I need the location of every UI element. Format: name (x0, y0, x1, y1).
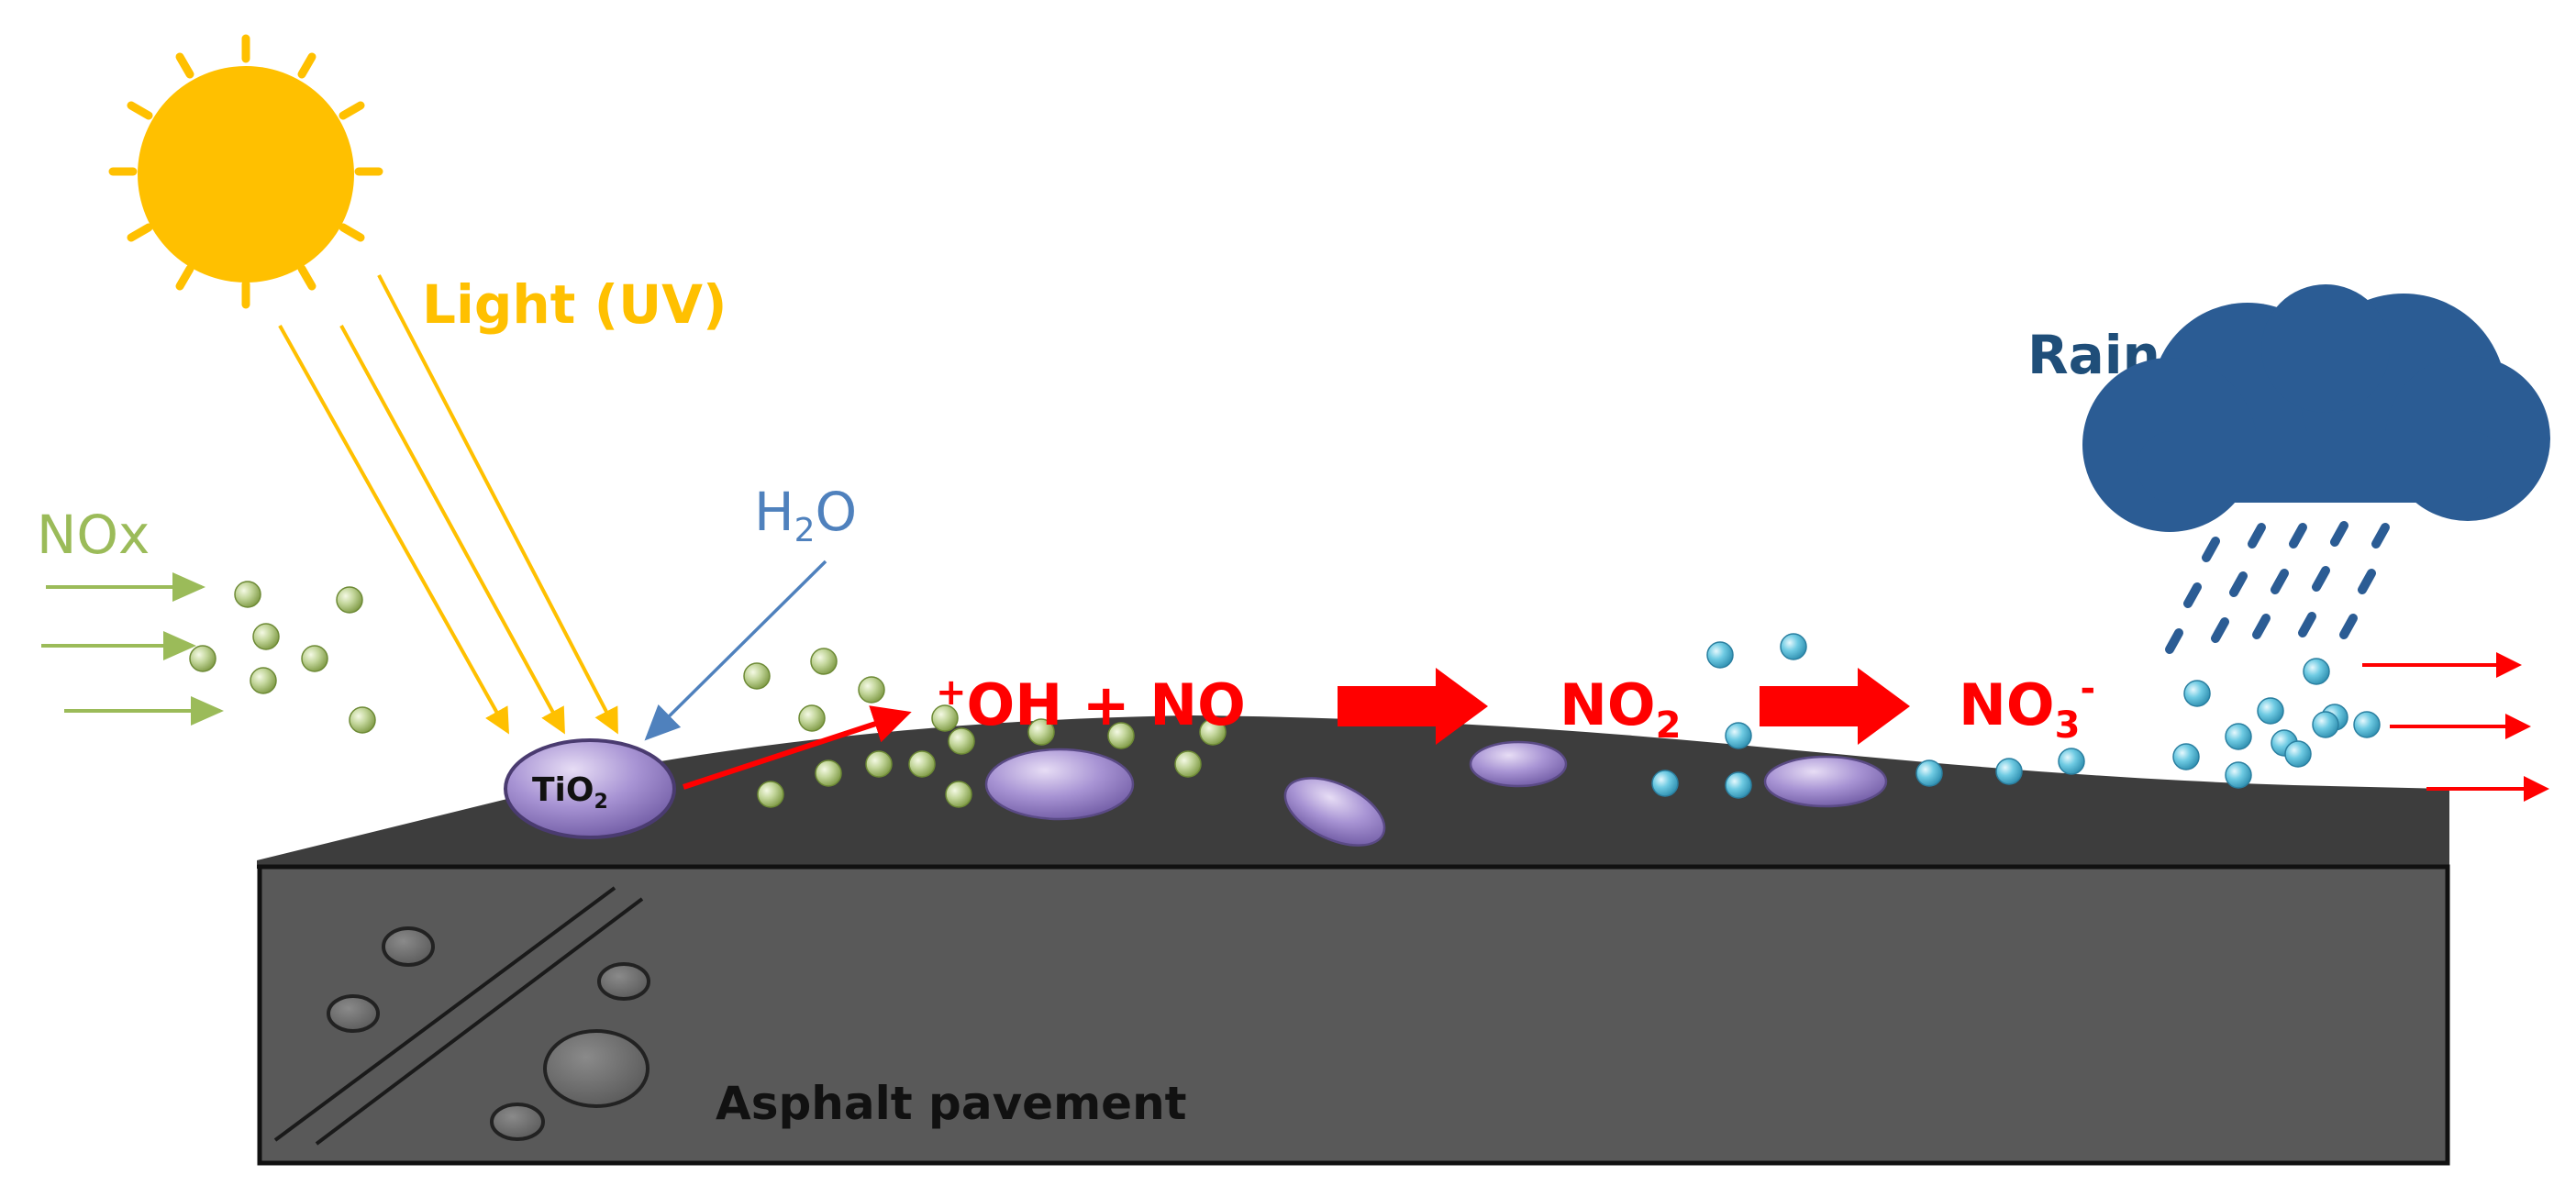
nox-inflow-arrows (41, 572, 224, 726)
oh-superscript: + (936, 671, 967, 714)
asphalt-pavement-body (257, 864, 2450, 1166)
tio2-subscript: 2 (594, 791, 608, 814)
reaction-arrow-1 (1338, 668, 1488, 745)
h2o-subscript: 2 (794, 512, 816, 549)
h2o-arrow (644, 560, 827, 741)
cloud-icon (2082, 284, 2550, 532)
nox-label: NOx (37, 504, 150, 566)
nox-particles (189, 581, 1227, 808)
no3-superscript: - (2080, 668, 2095, 710)
reaction-arrow-2 (1760, 668, 1910, 745)
pavement-label: Asphalt pavement (716, 1077, 1187, 1130)
tio2-main: TiO (532, 771, 594, 809)
no3-particles (1651, 633, 2381, 799)
no3-label: NO3- (1959, 668, 2095, 747)
tio2-label: TiO2 (532, 771, 608, 814)
runoff-arrows (2362, 652, 2549, 802)
sun-icon (108, 34, 383, 309)
no2-main: NO (1560, 671, 1656, 738)
light-label: Light (UV) (422, 273, 727, 336)
uv-light-rays (278, 274, 618, 735)
tio2-particles (984, 740, 1888, 847)
no2-label: NO2 (1560, 671, 1681, 747)
aggregate-stones (327, 926, 650, 1141)
h2o-label: H2O (754, 481, 857, 549)
crack-lines (273, 886, 644, 1146)
no3-main: NO (1959, 671, 2055, 738)
reaction-arrow (683, 705, 912, 790)
h2o-tail: O (816, 481, 858, 543)
sun-rays (108, 34, 383, 309)
tio2-catalyst: TiO2 (504, 738, 676, 839)
oh-no-label: +OH + NO (936, 671, 1246, 738)
no3-subscript: 3 (2055, 704, 2081, 747)
oh-no-text: OH + NO (967, 671, 1246, 738)
rain-drops-icon (2165, 521, 2390, 654)
h2o-main: H (754, 481, 794, 543)
no2-subscript: 2 (1656, 704, 1682, 747)
